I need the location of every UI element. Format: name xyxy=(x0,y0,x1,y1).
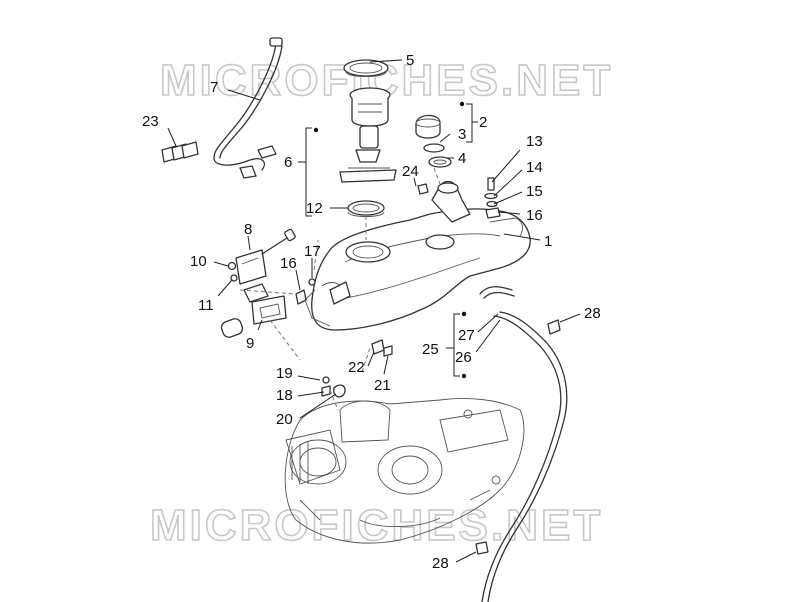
callout-20: 20 xyxy=(276,411,293,428)
callout-12: 12 xyxy=(306,200,323,217)
brackets xyxy=(298,101,478,379)
callout-19: 19 xyxy=(276,365,293,382)
callout-18: 18 xyxy=(276,387,293,404)
fasteners xyxy=(295,177,561,555)
callout-11: 11 xyxy=(198,297,214,314)
callout-24: 24 xyxy=(402,163,419,180)
callout-1: 1 xyxy=(544,233,552,250)
callout-7: 7 xyxy=(210,79,218,96)
callout-3: 3 xyxy=(458,126,466,143)
callout-14: 14 xyxy=(526,159,543,176)
callout-26: 26 xyxy=(455,349,472,366)
drain-hose xyxy=(479,286,568,602)
guide-lines xyxy=(239,167,441,411)
callout-9: 9 xyxy=(246,335,254,352)
callout-16-left: 16 xyxy=(280,255,297,272)
callout-17: 17 xyxy=(304,243,321,260)
clips xyxy=(161,141,199,163)
breather-hose xyxy=(213,37,283,179)
level-sensor xyxy=(220,228,296,338)
leader-lines xyxy=(167,59,581,563)
callout-23: 23 xyxy=(142,113,159,130)
callout-5: 5 xyxy=(406,52,414,69)
callout-28-bottom: 28 xyxy=(432,555,449,572)
fuel-cap xyxy=(415,114,452,168)
callout-22: 22 xyxy=(348,359,365,376)
callout-15: 15 xyxy=(526,183,543,200)
callout-21: 21 xyxy=(374,377,391,394)
callout-2: 2 xyxy=(479,114,487,131)
fuel-pump-assembly xyxy=(339,59,397,217)
watermark-bottom: MICROFICHES.NET xyxy=(150,501,603,550)
callout-27: 27 xyxy=(458,327,475,344)
callout-16-right: 16 xyxy=(526,207,543,224)
callout-28-top: 28 xyxy=(584,305,601,322)
callout-8: 8 xyxy=(244,221,252,238)
callout-4: 4 xyxy=(458,150,466,167)
callout-6: 6 xyxy=(284,154,292,171)
callout-13: 13 xyxy=(526,133,543,150)
callout-10: 10 xyxy=(190,253,207,270)
callout-25: 25 xyxy=(422,341,439,358)
engine-outline xyxy=(284,398,525,544)
callouts: 1 2 3 4 5 6 7 8 9 10 11 12 13 14 15 16 1… xyxy=(142,52,601,572)
